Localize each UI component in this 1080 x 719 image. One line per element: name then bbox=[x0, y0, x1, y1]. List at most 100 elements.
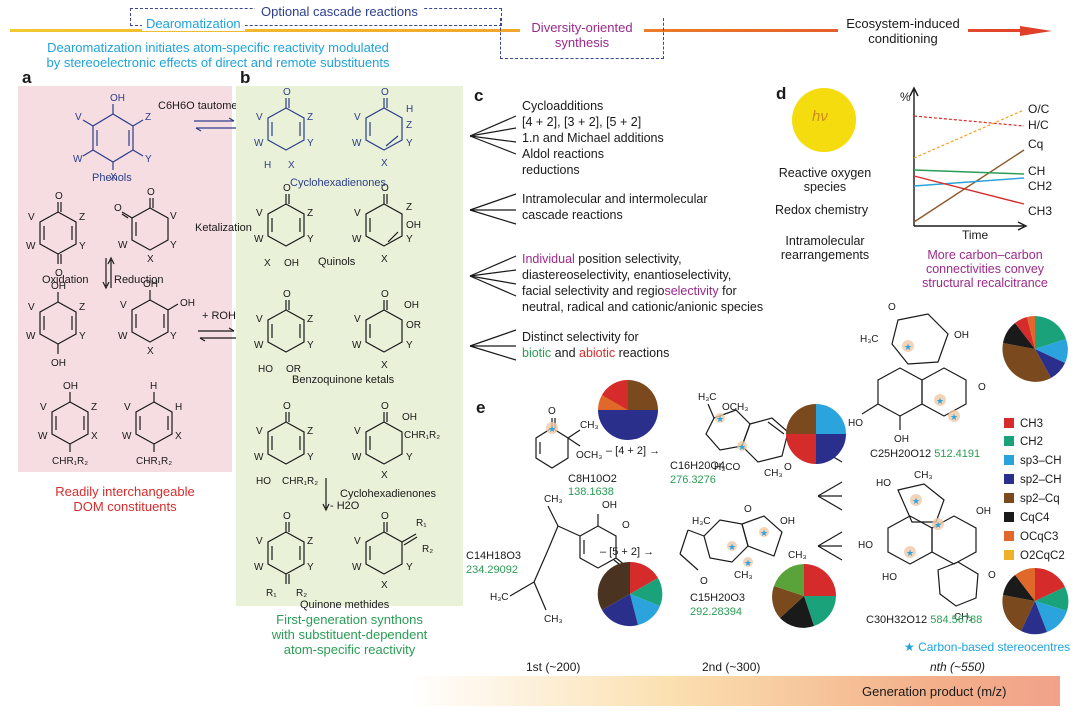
legend-sp2-cq: sp2–Cq bbox=[1004, 493, 1060, 505]
intramolecular-label: Intramolecular rearrangements bbox=[780, 234, 870, 262]
ros-label: Reactive oxygen species bbox=[778, 166, 872, 194]
svg-text:OR: OR bbox=[286, 364, 301, 375]
svg-text:R₂: R₂ bbox=[296, 588, 307, 599]
mol4-mass: 292.28394 bbox=[690, 606, 742, 618]
svg-text:OH: OH bbox=[894, 434, 909, 445]
svg-text:O: O bbox=[700, 576, 708, 587]
svg-text:Y: Y bbox=[406, 234, 413, 245]
svg-text:OH: OH bbox=[404, 300, 419, 311]
svg-text:OH: OH bbox=[402, 412, 417, 423]
quinone-methides-label: Quinone methides bbox=[300, 599, 390, 611]
svg-text:Z: Z bbox=[307, 208, 313, 219]
mol6-formula: C30H32O12 584.56788 bbox=[866, 614, 983, 626]
svg-text:Y: Y bbox=[79, 331, 86, 342]
svg-text:O: O bbox=[784, 462, 792, 473]
svg-text:V: V bbox=[256, 426, 263, 437]
mol2-mass: 276.3276 bbox=[670, 474, 716, 486]
svg-text:★: ★ bbox=[906, 548, 914, 558]
svg-text:X: X bbox=[288, 160, 295, 171]
svg-text:★: ★ bbox=[936, 396, 944, 406]
svg-text:O: O bbox=[283, 511, 291, 522]
svg-text:W: W bbox=[352, 562, 362, 573]
mol3-formula: C14H18O3 bbox=[466, 550, 522, 562]
panel-b-letter: b bbox=[240, 68, 251, 87]
svg-text:OH: OH bbox=[180, 298, 195, 309]
minus-h2o-label: - H2O bbox=[330, 500, 360, 512]
svg-text:CHR₁R₂: CHR₁R₂ bbox=[404, 430, 440, 441]
tautomer-arrows-icon bbox=[194, 117, 236, 132]
svg-text:O: O bbox=[381, 511, 389, 522]
svg-text:★: ★ bbox=[950, 412, 958, 422]
svg-text:Y: Y bbox=[307, 340, 314, 351]
svg-text:★: ★ bbox=[904, 342, 912, 352]
svg-text:X: X bbox=[264, 258, 271, 269]
gen-1-label: 1st (~200) bbox=[526, 660, 581, 674]
reduction-label: Reduction bbox=[114, 274, 164, 286]
dearomatization-description: Dearomatization initiates atom-specific … bbox=[46, 40, 390, 70]
panel-e-letter: e bbox=[476, 398, 486, 417]
generation-product-label: Generation product (m/z) bbox=[862, 684, 1007, 699]
optional-cascade-label: Optional cascade reactions bbox=[255, 4, 424, 19]
series-label-oc: O/C bbox=[1028, 102, 1050, 116]
svg-text:V: V bbox=[354, 426, 361, 437]
svg-text:OR: OR bbox=[406, 320, 421, 331]
svg-text:Z: Z bbox=[307, 314, 313, 325]
pie-chart-mol2 bbox=[786, 404, 846, 464]
svg-text:V: V bbox=[256, 314, 263, 325]
svg-text:OH: OH bbox=[51, 281, 66, 292]
legend-sp2-ch: sp2–CH bbox=[1004, 474, 1062, 486]
svg-text:V: V bbox=[354, 314, 361, 325]
svg-text:OCH₃: OCH₃ bbox=[722, 402, 748, 413]
svg-text:★: ★ bbox=[912, 496, 920, 506]
svg-text:W: W bbox=[73, 154, 83, 165]
series-line-ch2 bbox=[913, 177, 1025, 187]
panel-d-caption: More carbon–carbon connectivities convey… bbox=[922, 248, 1048, 290]
svg-text:V: V bbox=[40, 402, 47, 413]
pie-chart-mol5 bbox=[1002, 316, 1068, 382]
svg-text:HO: HO bbox=[882, 572, 897, 583]
svg-text:V: V bbox=[256, 112, 263, 123]
svg-text:Z: Z bbox=[406, 202, 412, 213]
svg-text:O: O bbox=[381, 183, 389, 194]
diversity-dashed-box bbox=[500, 18, 664, 59]
svg-text:W: W bbox=[118, 240, 128, 251]
svg-text:O: O bbox=[147, 187, 155, 198]
svg-text:W: W bbox=[254, 452, 264, 463]
svg-text:Y: Y bbox=[406, 562, 413, 573]
svg-text:HO: HO bbox=[258, 364, 273, 375]
svg-text:★: ★ bbox=[738, 442, 746, 452]
redox-label: Redox chemistry bbox=[775, 203, 869, 217]
pie-chart-mol6 bbox=[1002, 567, 1069, 635]
svg-text:OH: OH bbox=[51, 358, 66, 369]
panel-a-background bbox=[18, 86, 232, 472]
svg-text:H: H bbox=[406, 104, 413, 115]
svg-text:O: O bbox=[381, 401, 389, 412]
svg-text:CH₃: CH₃ bbox=[544, 614, 563, 625]
svg-text:X: X bbox=[91, 431, 98, 442]
svg-text:V: V bbox=[120, 300, 127, 311]
svg-text:OH: OH bbox=[954, 330, 969, 341]
svg-text:O: O bbox=[283, 87, 291, 98]
svg-text:OH: OH bbox=[602, 500, 617, 511]
svg-text:H: H bbox=[150, 381, 157, 392]
svg-text:O: O bbox=[888, 302, 896, 313]
svg-text:CH₃: CH₃ bbox=[764, 468, 783, 479]
svg-text:H₃C: H₃C bbox=[860, 334, 879, 345]
svg-text:CH₃: CH₃ bbox=[788, 550, 807, 561]
ketalization-label: Ketalization bbox=[195, 222, 252, 234]
svg-text:X: X bbox=[381, 470, 388, 481]
svg-text:W: W bbox=[254, 234, 264, 245]
svg-text:Y: Y bbox=[170, 240, 177, 251]
series-line-hc bbox=[913, 109, 1025, 159]
cyclohexadienones-top-label: Cyclohexadienones bbox=[290, 177, 387, 189]
svg-text:Y: Y bbox=[307, 562, 314, 573]
svg-text:W: W bbox=[26, 241, 36, 252]
series-label-ch: CH bbox=[1028, 164, 1046, 178]
svg-text:X: X bbox=[110, 172, 117, 183]
timeline-bar-right bbox=[530, 29, 1030, 32]
svg-text:HO: HO bbox=[256, 476, 271, 487]
hv-label: hν bbox=[812, 108, 828, 125]
svg-text:Y: Y bbox=[406, 138, 413, 149]
